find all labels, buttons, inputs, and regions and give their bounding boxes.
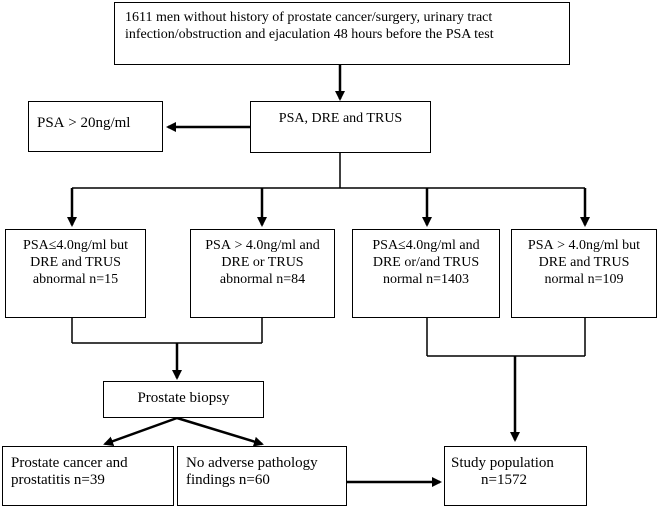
biopsy-box: Prostate biopsy — [103, 381, 264, 418]
group-3-line-1: PSA≤4.0ng/ml and — [372, 238, 480, 253]
biopsy-label: Prostate biopsy — [137, 390, 230, 406]
group-3-line-2: DRE or/and TRUS — [372, 255, 480, 270]
group-4-line-2: DRE and TRUS — [538, 255, 630, 270]
group-1-line-3: abnormal n=15 — [32, 272, 119, 287]
eligibility-box: 1611 men without history of prostate can… — [114, 2, 570, 65]
psa-above-20-box: PSA > 20ng/ml — [28, 101, 163, 152]
group-box-1: PSA≤4.0ng/ml but DRE and TRUS abnormal n… — [5, 229, 146, 318]
cancer-line-2: prostatitis n=39 — [11, 472, 105, 488]
group-2-line-2: DRE or TRUS — [221, 255, 304, 270]
group-4-line-3: normal n=109 — [544, 272, 624, 287]
group-1-line-2: DRE and TRUS — [30, 255, 121, 270]
group-box-2: PSA > 4.0ng/ml and DRE or TRUS abnormal … — [190, 229, 335, 318]
no-adverse-line-1: No adverse pathology — [186, 455, 318, 471]
arrow-biopsy-to-cancer — [103, 416, 178, 446]
psa-above-20-label: PSA > 20ng/ml — [37, 115, 131, 131]
group-box-4: PSA > 4.0ng/ml but DRE and TRUS normal n… — [511, 229, 657, 318]
cancer-box: Prostate cancer and prostatitis n=39 — [2, 446, 174, 506]
eligibility-line-1: 1611 men without history of prostate can… — [125, 10, 493, 25]
no-adverse-line-2: findings n=60 — [186, 472, 270, 488]
screening-label: PSA, DRE and TRUS — [278, 111, 403, 126]
cancer-line-1: Prostate cancer and — [11, 455, 128, 471]
screening-box: PSA, DRE and TRUS — [250, 101, 431, 153]
study-population-box: Study population n=1572 — [444, 446, 587, 506]
eligibility-line-2: infection/obstruction and ejaculation 48… — [125, 27, 494, 42]
arrow-biopsy-to-no-adverse — [176, 416, 264, 447]
group-4-line-1: PSA > 4.0ng/ml but — [527, 238, 641, 253]
group-2-line-1: PSA > 4.0ng/ml and — [205, 238, 320, 253]
group-3-line-3: normal n=1403 — [382, 272, 470, 287]
group-box-3: PSA≤4.0ng/ml and DRE or/and TRUS normal … — [352, 229, 500, 318]
study-line-2: n=1572 — [481, 472, 527, 488]
study-line-1: Study population — [451, 455, 554, 471]
group-2-line-3: abnormal n=84 — [219, 272, 306, 287]
group-1-line-1: PSA≤4.0ng/ml but — [23, 238, 128, 253]
no-adverse-box: No adverse pathology findings n=60 — [177, 446, 347, 506]
